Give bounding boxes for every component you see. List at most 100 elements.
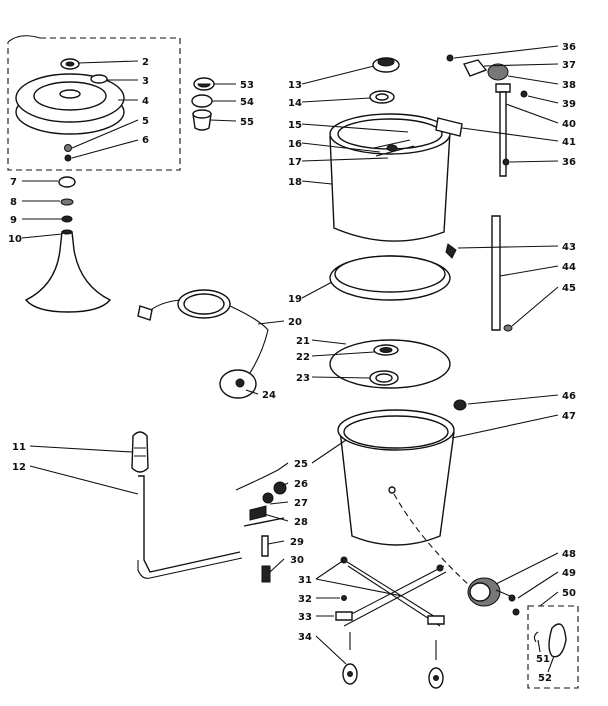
label-18: 18 bbox=[288, 177, 302, 188]
tub-18-fitting bbox=[386, 144, 398, 152]
handle-group bbox=[131, 431, 243, 579]
plug bbox=[137, 305, 153, 321]
label-46: 46 bbox=[562, 391, 576, 402]
spring-30 bbox=[261, 565, 271, 583]
label-40: 40 bbox=[562, 119, 576, 130]
handle-rod-12 bbox=[138, 475, 241, 573]
cabinet-47-wall bbox=[339, 429, 455, 546]
rod-44 bbox=[491, 215, 501, 331]
label-9: 9 bbox=[10, 215, 17, 226]
frame-group bbox=[335, 556, 447, 689]
lid-center-hole bbox=[59, 89, 81, 99]
clip-51 bbox=[533, 631, 539, 643]
rod-28 bbox=[243, 517, 285, 527]
valve-block bbox=[495, 83, 511, 93]
label-49: 49 bbox=[562, 568, 576, 579]
label-48: 48 bbox=[562, 549, 576, 560]
tub-18-slots bbox=[373, 139, 415, 157]
lid-assembly-group bbox=[7, 35, 181, 171]
screw-36b bbox=[502, 158, 510, 166]
label-16: 16 bbox=[288, 139, 302, 150]
label-43: 43 bbox=[562, 242, 576, 253]
valve-group bbox=[435, 54, 528, 332]
nut-25 bbox=[273, 481, 287, 495]
base-cabinet-group bbox=[337, 399, 471, 587]
label-4: 4 bbox=[142, 96, 149, 107]
cup-53-shade bbox=[197, 83, 211, 88]
label-13: 13 bbox=[288, 80, 302, 91]
label-7: 7 bbox=[10, 177, 17, 188]
label-33: 33 bbox=[298, 612, 312, 623]
label-2: 2 bbox=[142, 57, 149, 68]
knob-dashed-box bbox=[527, 605, 579, 689]
label-34: 34 bbox=[298, 632, 312, 643]
label-22: 22 bbox=[296, 352, 310, 363]
motor-alignment-line bbox=[393, 493, 471, 587]
label-12: 12 bbox=[12, 462, 26, 473]
frame-foot-b bbox=[436, 564, 444, 572]
bracket-41 bbox=[435, 117, 463, 137]
washer-26 bbox=[262, 492, 274, 504]
label-41: 41 bbox=[562, 137, 576, 148]
knob-detail-group bbox=[527, 605, 579, 689]
lid-group-dashed-box bbox=[7, 37, 181, 171]
caster-34a-hub bbox=[347, 671, 353, 677]
label-36-top: 36 bbox=[562, 42, 576, 53]
hardware-group bbox=[243, 481, 287, 583]
label-25: 25 bbox=[294, 459, 308, 470]
label-14: 14 bbox=[288, 98, 302, 109]
lid-washer bbox=[64, 144, 72, 152]
cap-part bbox=[58, 176, 76, 188]
spindle-base bbox=[24, 231, 112, 313]
bracket-37 bbox=[462, 59, 488, 77]
label-54: 54 bbox=[240, 97, 254, 108]
lid-fill-hole bbox=[90, 74, 108, 84]
label-32: 32 bbox=[298, 594, 312, 605]
cap-45 bbox=[503, 324, 513, 332]
spindle-group bbox=[24, 176, 112, 313]
grommet-22-hole bbox=[379, 347, 393, 353]
cord-to-plug bbox=[147, 299, 181, 313]
label-37: 37 bbox=[562, 60, 576, 71]
label-15: 15 bbox=[288, 120, 302, 131]
screw-39 bbox=[520, 90, 528, 98]
bolt-29 bbox=[261, 535, 269, 557]
bearing-13-core bbox=[377, 57, 395, 67]
label-44: 44 bbox=[562, 262, 576, 273]
screw-36 bbox=[446, 54, 454, 62]
frame-bar-b bbox=[339, 565, 447, 627]
plate-33b bbox=[427, 615, 445, 625]
spindle-top bbox=[61, 229, 73, 235]
lid-screw bbox=[64, 154, 72, 162]
grommet-46 bbox=[453, 399, 467, 411]
upper-tub-group bbox=[329, 57, 457, 301]
label-45: 45 bbox=[562, 283, 576, 294]
label-29: 29 bbox=[290, 537, 304, 548]
handle-rod-edge bbox=[137, 557, 243, 579]
knob-52 bbox=[548, 623, 567, 658]
cabinet-47-hole bbox=[388, 486, 396, 494]
handle-grip-11 bbox=[131, 431, 149, 473]
small-cups-group bbox=[191, 77, 215, 131]
motor-48-face bbox=[469, 582, 491, 602]
cord-lead bbox=[229, 305, 269, 377]
cord-coil-inner bbox=[183, 293, 225, 315]
screw-49b bbox=[512, 608, 520, 616]
plate-21 bbox=[329, 339, 451, 389]
screw-49 bbox=[508, 594, 516, 602]
motor-group bbox=[467, 577, 520, 616]
bolt-32 bbox=[341, 595, 347, 601]
lid-knob-center bbox=[65, 61, 75, 67]
label-24: 24 bbox=[262, 390, 276, 401]
band-19-inner bbox=[334, 255, 446, 293]
label-47: 47 bbox=[562, 411, 576, 422]
label-19: 19 bbox=[288, 294, 302, 305]
handle-grip-ridges bbox=[134, 447, 146, 457]
part-labels: 2 3 4 5 6 7 8 9 10 11 12 13 14 15 16 17 … bbox=[8, 42, 576, 684]
label-5: 5 bbox=[142, 116, 149, 127]
lid-group-corner-arrow bbox=[7, 35, 41, 43]
label-36-lower: 36 bbox=[562, 157, 576, 168]
frame-bar-a bbox=[343, 559, 441, 627]
label-20: 20 bbox=[288, 317, 302, 328]
